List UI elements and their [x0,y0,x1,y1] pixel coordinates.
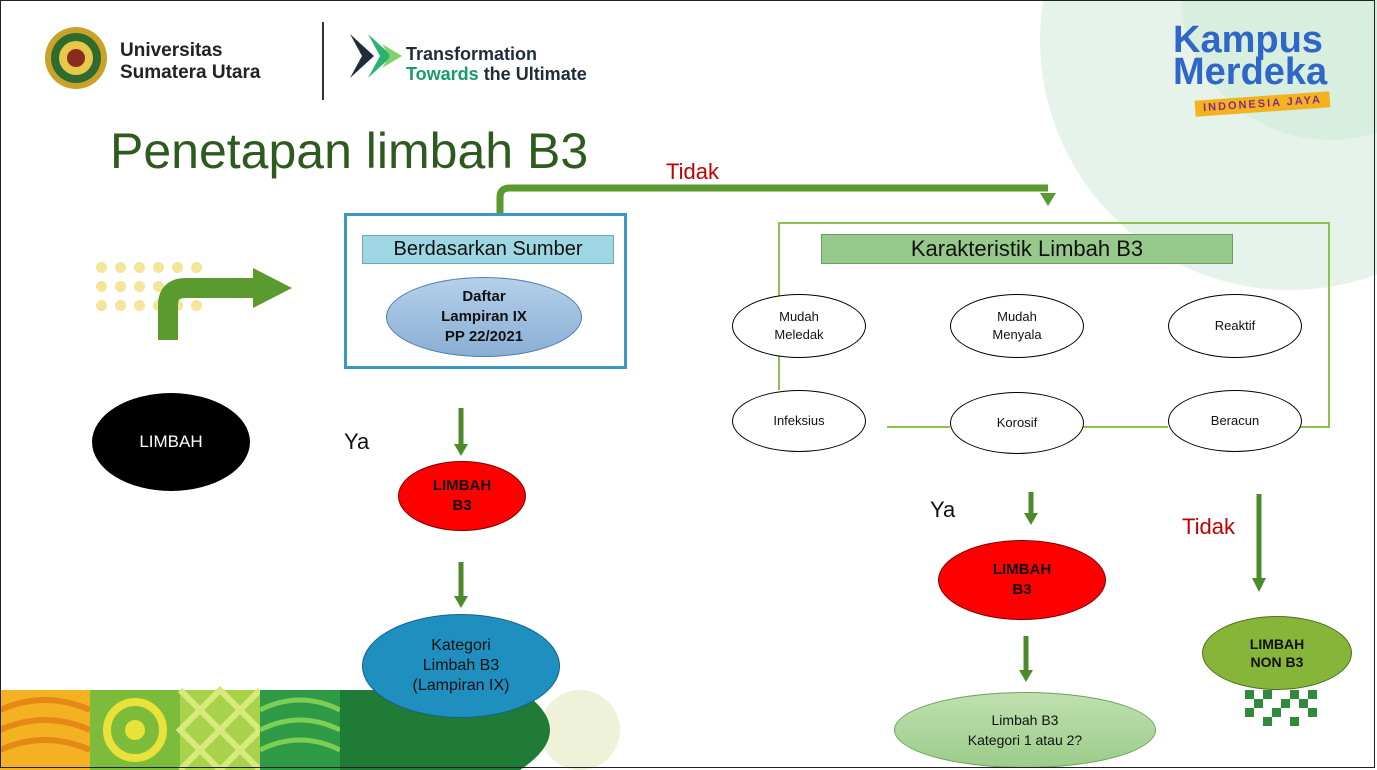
kategori-12-line1: Limbah B3 [991,712,1059,728]
limbah-b3-left-line2: B3 [452,497,472,514]
kategori-lampiran-node: Kategori Limbah B3 (Lampiran IX) [362,614,560,718]
tagline-accent: Towards [406,64,479,84]
non-b3-line2: NON B3 [1250,654,1304,670]
university-line2: Sumatera Utara [120,62,261,83]
page-title: Penetapan limbah B3 [110,123,589,179]
kategori-12-line2: Kategori 1 atau 2? [967,732,1083,748]
kampus-line1: Kampus [1173,19,1323,61]
beracun-node: Beracun [1168,390,1302,452]
infeksius-node: Infeksius [732,390,866,452]
limbah-b3-node-right: LIMBAH B3 [938,540,1106,620]
kategori-line3: (Lampiran IX) [412,677,510,694]
reaktif-label: Reaktif [1214,318,1256,333]
mudah-menyala-line2: Menyala [992,327,1042,342]
korosif-label: Korosif [996,415,1038,430]
kampus-merdeka-logo: Kampus Merdeka INDONESIA JAYA [1165,20,1335,130]
infeksius-label: Infeksius [773,413,825,428]
limbah-label: LIMBAH [139,432,203,451]
beracun-label: Beracun [1210,413,1260,428]
karakteristik-box [778,222,1330,428]
tagline-line1: Transformation [406,44,538,64]
limbah-b3-right-line1: LIMBAH [992,561,1052,578]
university-line1: Universitas [120,40,223,61]
non-b3-line1: LIMBAH [1249,636,1305,652]
kategori-line2: Limbah B3 [422,657,500,674]
mudah-menyala-line1: Mudah [997,309,1037,324]
mudah-meledak-node: Mudah Meledak [732,294,866,358]
daftar-lampiran-node: Daftar Lampiran IX PP 22/2021 [386,277,582,357]
mudah-meledak-line1: Mudah [779,309,819,324]
limbah-b3-node-left: LIMBAH B3 [398,461,526,531]
daftar-line1: Daftar [462,288,506,305]
limbah-b3-right-line2: B3 [1012,581,1032,598]
daftar-line3: PP 22/2021 [444,328,524,345]
tagline: Transformation Towards the Ultimate [406,44,587,84]
university-name: Universitas Sumatera Utara [120,40,260,84]
sumber-box [344,213,627,369]
sumber-label: Berdasarkan Sumber [362,235,614,264]
mudah-meledak-line2: Meledak [774,327,824,342]
limbah-node: LIMBAH [92,393,250,491]
limbah-non-b3-node: LIMBAH NON B3 [1202,616,1352,690]
kategori-line1: Kategori [431,637,491,654]
tidak-label-top: Tidak [666,159,719,184]
limbah-b3-left-line1: LIMBAH [432,477,492,494]
tidak-connector-arrow [496,184,1048,213]
korosif-node: Korosif [950,392,1084,454]
karakteristik-label: Karakteristik Limbah B3 [821,234,1233,264]
tagline-rest: the Ultimate [478,64,587,84]
usu-seal-icon [45,27,107,89]
transformation-logo-icon [350,34,402,78]
reaktif-node: Reaktif [1168,294,1302,358]
ya-label-left: Ya [344,429,370,454]
kampus-line2: Merdeka [1173,51,1328,93]
mudah-menyala-node: Mudah Menyala [950,294,1084,358]
tidak-label-right: Tidak [1182,514,1235,539]
bent-arrow [158,278,255,340]
ya-label-right: Ya [930,497,956,522]
kategori-1-2-node: Limbah B3 Kategori 1 atau 2? [894,692,1156,768]
daftar-line2: Lampiran IX [441,308,527,325]
header-divider [322,22,324,100]
